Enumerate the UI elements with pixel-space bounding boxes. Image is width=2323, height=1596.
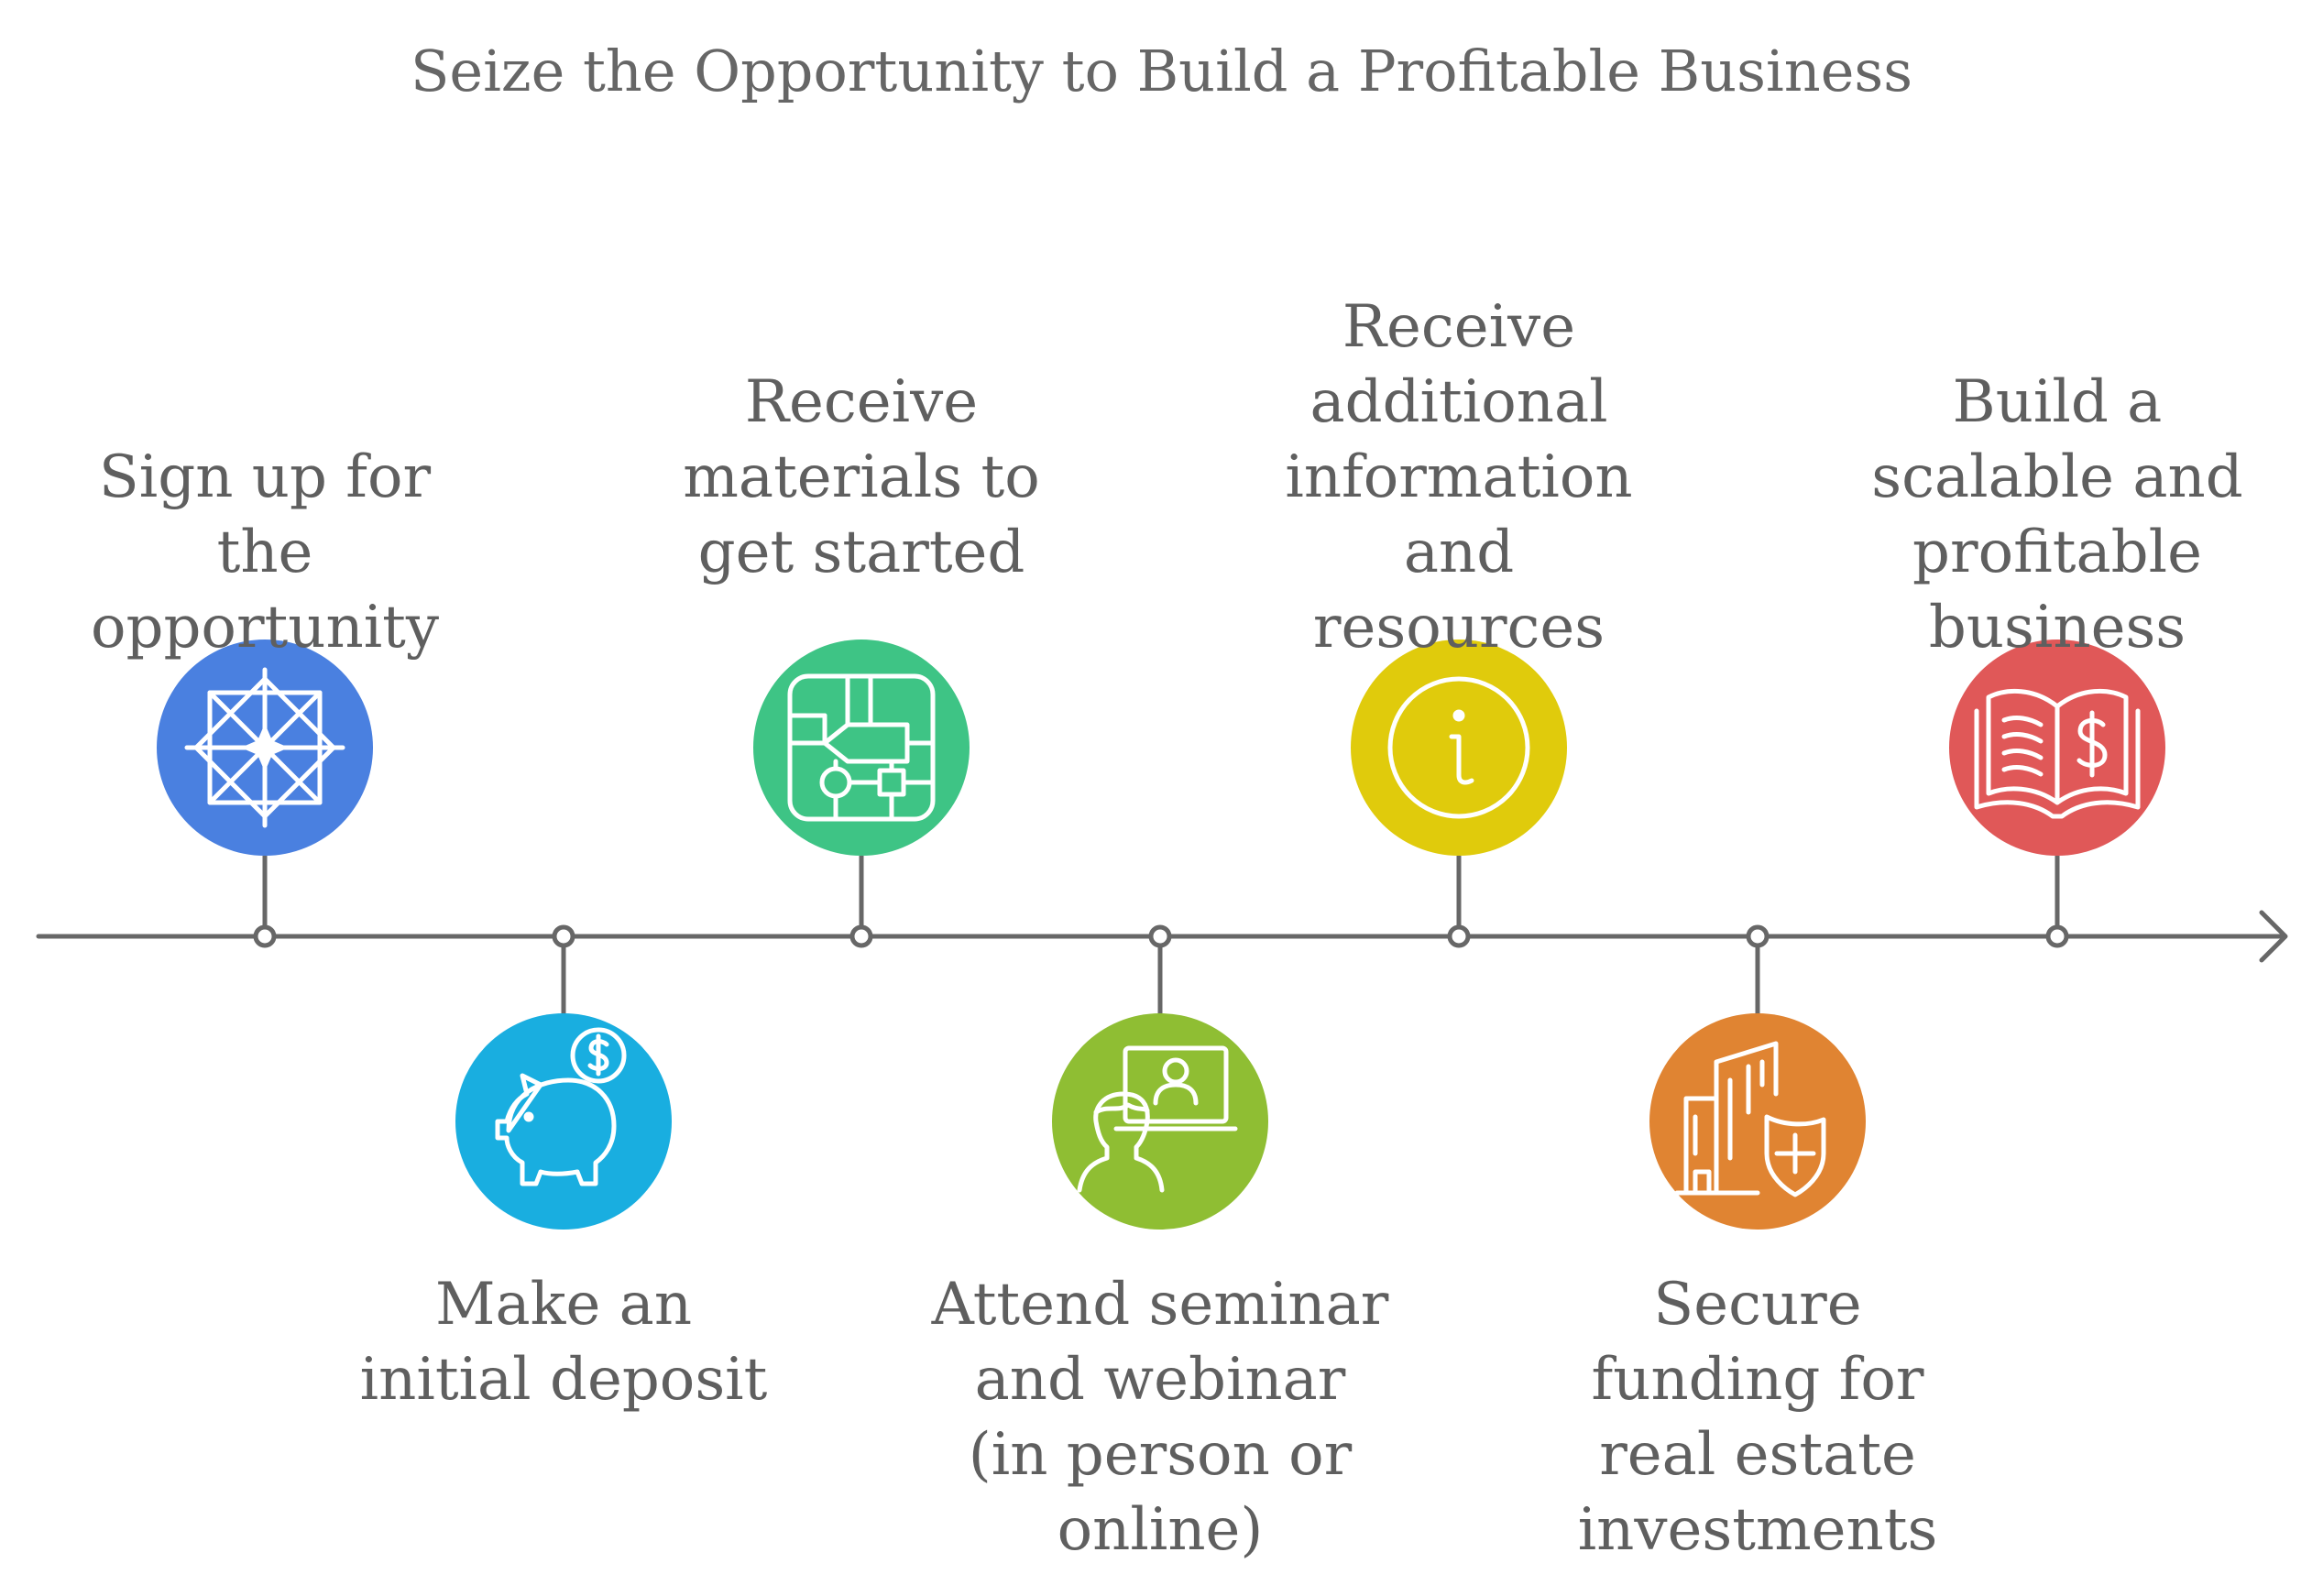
step-6-node (1746, 924, 1770, 948)
step-6-badge (1649, 1013, 1866, 1230)
step-7-node (2045, 924, 2069, 948)
book-dollar-icon (1974, 688, 2141, 819)
diagram-title: Seize the Opportunity to Build a Profita… (410, 38, 1913, 104)
step-5-label: Receive additional information and resou… (1285, 293, 1633, 661)
step-6-label: Secure funding for real estate investmen… (1577, 1271, 1938, 1564)
building-shield-icon (1674, 1041, 1826, 1197)
step-1-node (253, 924, 277, 948)
step-5 (1351, 639, 1567, 948)
step-3-node (849, 924, 873, 948)
step-4 (1052, 924, 1268, 1230)
step-1 (157, 639, 373, 948)
step-3-badge (753, 639, 970, 856)
timeline-arrowhead (2259, 910, 2288, 963)
step-4-label: Attend seminar and webinar (in person or… (931, 1271, 1389, 1564)
info-icon (1387, 676, 1530, 819)
step-3-label: Receive materials to get started (683, 368, 1040, 586)
step-2-badge (455, 1013, 672, 1230)
piggy-bank-dollar-icon (495, 1027, 627, 1186)
step-3 (753, 639, 970, 948)
webinar-presenter-icon (1077, 1045, 1238, 1193)
step-7 (1949, 639, 2165, 948)
step-2-node (552, 924, 575, 948)
network-star-icon (184, 667, 345, 828)
step-6 (1649, 924, 1866, 1230)
step-2-label: Make an initial deposit (359, 1271, 768, 1414)
step-2 (455, 924, 672, 1230)
flowchart-icon (787, 673, 936, 822)
step-7-label: Build a scalable and profitable business (1871, 368, 2243, 661)
step-4-node (1148, 924, 1172, 948)
step-5-node (1447, 924, 1471, 948)
step-1-label: Sign up for the opportunity (90, 443, 440, 661)
